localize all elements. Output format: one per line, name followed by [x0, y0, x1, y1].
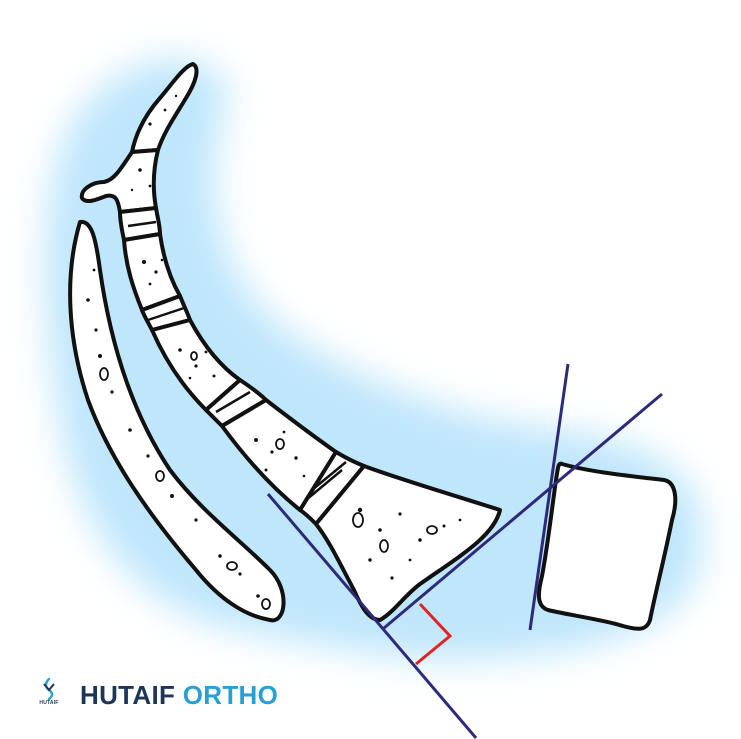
perpendicular-line — [383, 392, 663, 630]
bone-speckles — [130, 94, 462, 580]
lumbar-posterior-line — [528, 363, 570, 631]
ilium-sliver — [68, 219, 286, 623]
brand-name-part2: ORTHO — [182, 679, 279, 710]
brand-name: HUTAIF ORTHO — [80, 680, 278, 711]
right-angle-marker — [415, 602, 453, 666]
brand-name-part1: HUTAIF — [80, 679, 176, 710]
construction-lines — [266, 363, 663, 739]
blue-halo — [45, 58, 704, 661]
logo-text: HUTAIF — [39, 700, 59, 706]
sacral-upper — [79, 148, 160, 214]
spine-logo-icon — [43, 678, 55, 700]
lumbar-vertebral-body — [536, 461, 678, 631]
bone-rings — [190, 351, 438, 553]
sacral-s8 — [314, 464, 502, 622]
disc-marks — [127, 220, 347, 501]
brand-footer: HUTAIF HUTAIF ORTHO — [36, 678, 278, 712]
brand-logo: HUTAIF — [36, 678, 62, 712]
sacral-endplate-line — [266, 493, 478, 739]
